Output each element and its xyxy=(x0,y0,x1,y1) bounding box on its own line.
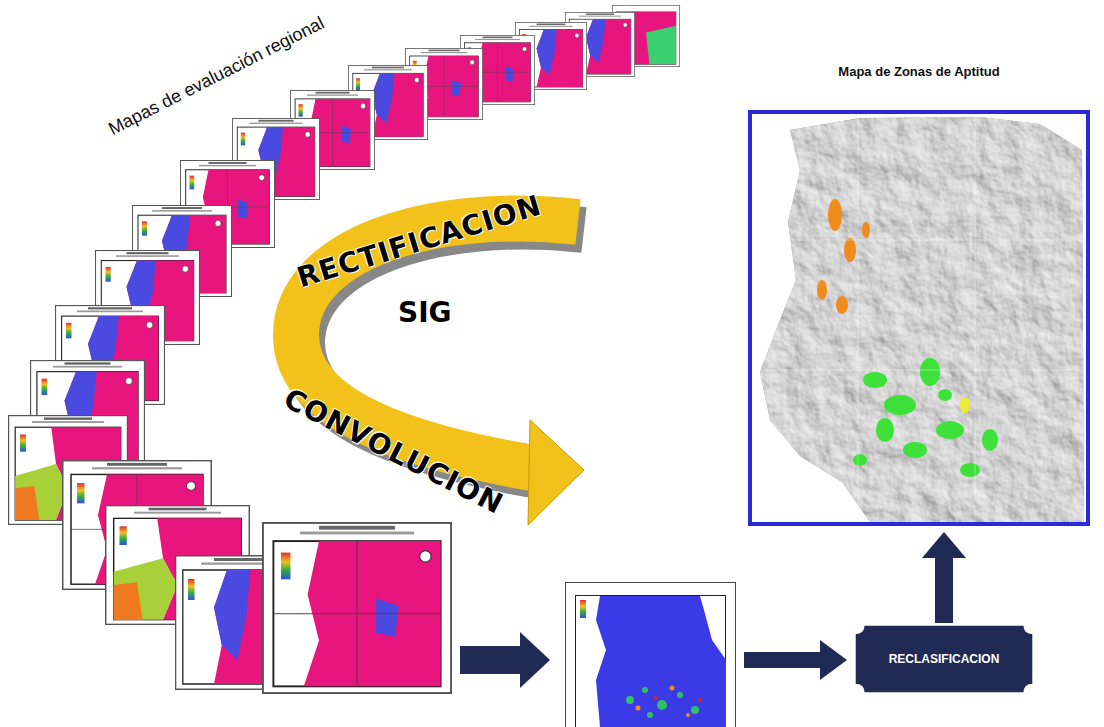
reclass-box: RECLASIFICACION xyxy=(855,625,1033,693)
system-label: SIG xyxy=(398,296,452,329)
map-title: Mapa de Zonas de Aptitud xyxy=(738,64,1100,79)
heading-rot: Mapas de evaluación regional xyxy=(100,10,400,160)
map-frame: Mapa de Zonas de Aptitud xyxy=(738,60,1100,530)
stack-heading: Mapas de evaluación regional xyxy=(105,13,328,140)
block-arrow xyxy=(922,532,966,623)
process-text: RECLASIFICACION xyxy=(889,652,1000,666)
